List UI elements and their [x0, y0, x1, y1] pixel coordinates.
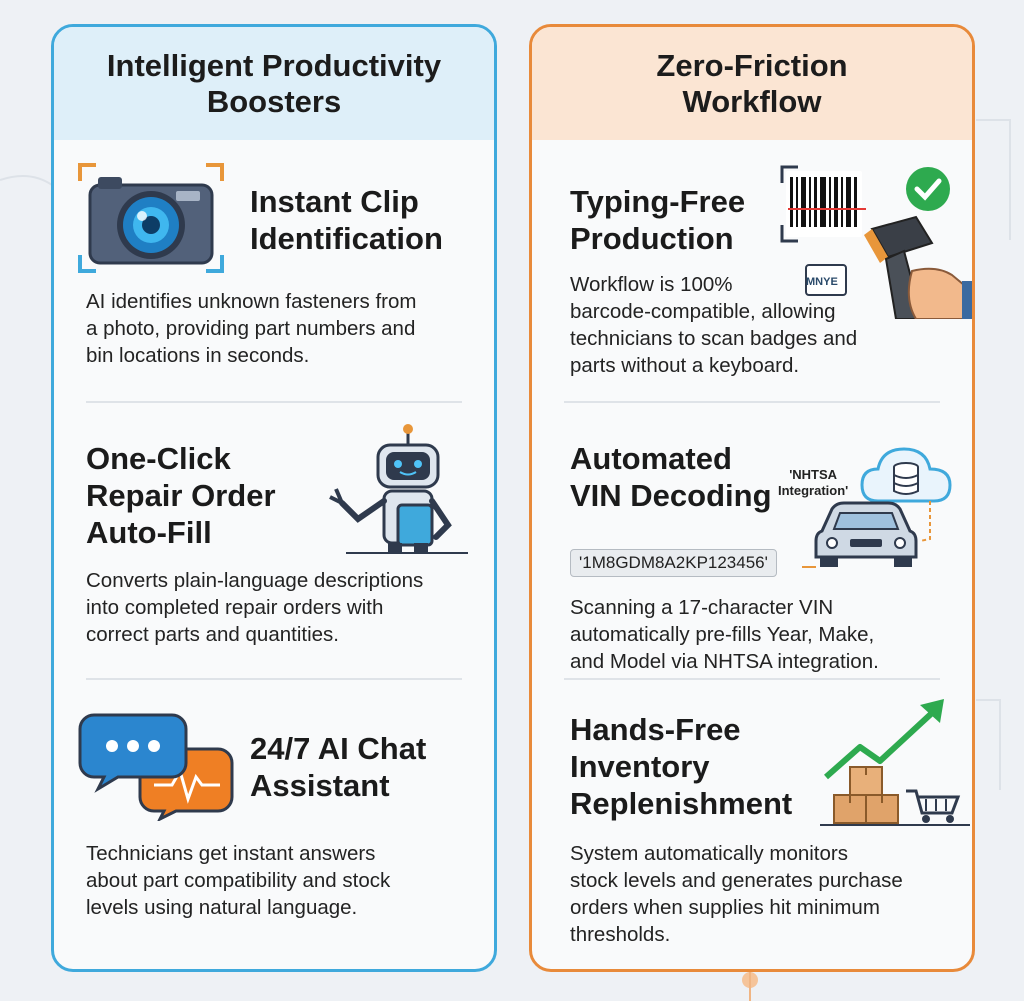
- zero-friction-panel: Zero-Friction Workflow Typing-Free Produ…: [529, 24, 975, 972]
- panel-title-line-2: Workflow: [682, 83, 822, 119]
- section-divider: [564, 401, 940, 403]
- typing-free-title: Typing-Free Production: [570, 184, 746, 256]
- typing-free-description: Workflow is 100% barcode-compatible, all…: [570, 273, 858, 377]
- nhtsa-integration-label: 'NHTSA Integration': [778, 467, 849, 498]
- car-cloud-icon: [802, 447, 952, 568]
- vin-number-field: '1M8GDM8A2KP123456': [570, 549, 777, 577]
- barcode-scanner-icon: [780, 165, 972, 319]
- repair-order-title: One-Click Repair Order Auto-Fill: [86, 441, 276, 550]
- section-divider: [86, 678, 462, 680]
- chat-bubbles-icon: [78, 713, 234, 821]
- ai-chat-description: Technicians get instant answers about pa…: [86, 842, 391, 919]
- panel-title-line-1: Intelligent Productivity: [106, 47, 442, 83]
- panel-title-line-2: Boosters: [206, 83, 342, 119]
- repair-order-description: Converts plain-language descriptions int…: [86, 569, 424, 646]
- intelligent-productivity-panel: Intelligent Productivity Boosters Instan…: [51, 24, 497, 972]
- ai-chat-title: 24/7 AI Chat Assistant: [250, 731, 427, 803]
- inventory-chart-icon: [820, 699, 970, 826]
- panel-title: Intelligent Productivity Boosters: [54, 27, 494, 140]
- vin-decoding-title: Automated VIN Decoding: [570, 441, 772, 513]
- section-divider: [564, 678, 940, 680]
- panel-title: Zero-Friction Workflow: [532, 27, 972, 140]
- inventory-title: Hands-Free Inventory Replenishment: [570, 712, 793, 821]
- robot-icon: [329, 424, 468, 554]
- instant-clip-title: Instant Clip Identification: [250, 184, 443, 256]
- inventory-description: System automatically monitors stock leve…: [570, 842, 903, 946]
- instant-clip-description: AI identifies unknown fasteners from a p…: [86, 290, 417, 367]
- panel-title-line-1: Zero-Friction: [656, 47, 848, 83]
- section-divider: [86, 401, 462, 403]
- badge-label: MNYE: [806, 276, 838, 288]
- vin-decoding-description: Scanning a 17-character VIN automaticall…: [570, 596, 879, 673]
- camera-icon: [78, 163, 224, 273]
